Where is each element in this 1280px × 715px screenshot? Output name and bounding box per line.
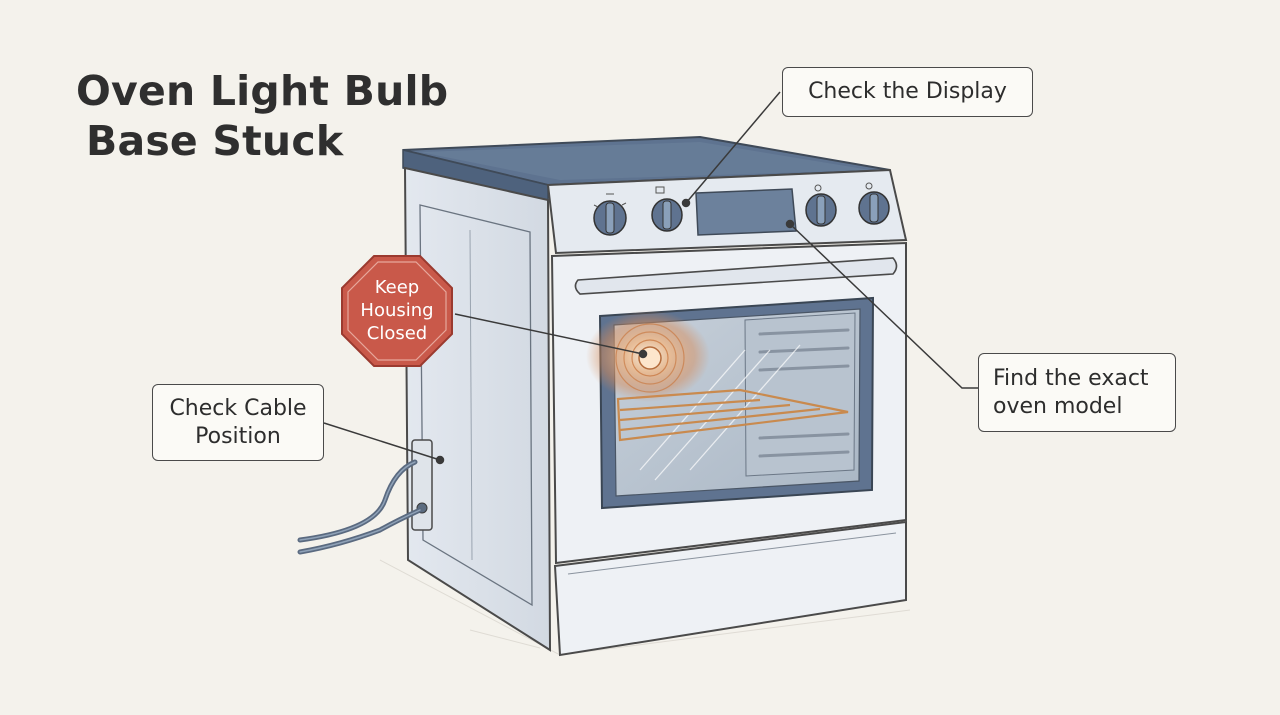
callout-cable-line-2: Position <box>195 423 281 449</box>
title-line-2: Base Stuck <box>86 117 344 165</box>
oven-light-bulb <box>586 310 710 402</box>
leader-lines <box>323 91 978 465</box>
title-line-1: Oven Light Bulb <box>76 67 449 115</box>
warning-sign-label: Keep Housing Closed <box>341 254 453 366</box>
knob-2 <box>651 198 683 232</box>
warning-sign-line-1: Keep <box>374 276 420 298</box>
leader-warning <box>454 313 644 355</box>
callout-check-cable: Check Cable Position <box>152 384 324 461</box>
power-cable <box>297 459 423 555</box>
warning-sign-octagon <box>341 255 453 367</box>
callout-model-line-1: Find the exact <box>993 365 1149 391</box>
knob-1 <box>593 200 627 236</box>
oven-rack <box>616 388 849 442</box>
callout-find-model: Find the exact oven model <box>978 353 1176 432</box>
leader-cable <box>323 422 441 461</box>
callout-display-label: Check the Display <box>808 79 1007 104</box>
callout-cable-line-1: Check Cable <box>169 395 307 421</box>
warning-sign-line-2: Housing <box>360 299 434 321</box>
warning-sign-line-3: Closed <box>366 322 428 344</box>
storage-drawer <box>553 520 907 657</box>
leader-display <box>685 91 781 204</box>
leader-model <box>789 223 978 389</box>
control-panel <box>546 168 908 255</box>
callout-model-line-2: oven model <box>993 393 1123 419</box>
control-display <box>695 188 797 236</box>
cooktop <box>402 135 891 201</box>
page-title: Oven Light Bulb Base Stuck <box>76 66 448 166</box>
door-handle <box>574 257 898 295</box>
oven-door <box>550 241 907 565</box>
callout-check-display: Check the Display <box>782 67 1033 117</box>
knob-3 <box>805 193 837 227</box>
knob-4 <box>858 191 890 225</box>
oven-side-panel <box>403 166 552 652</box>
